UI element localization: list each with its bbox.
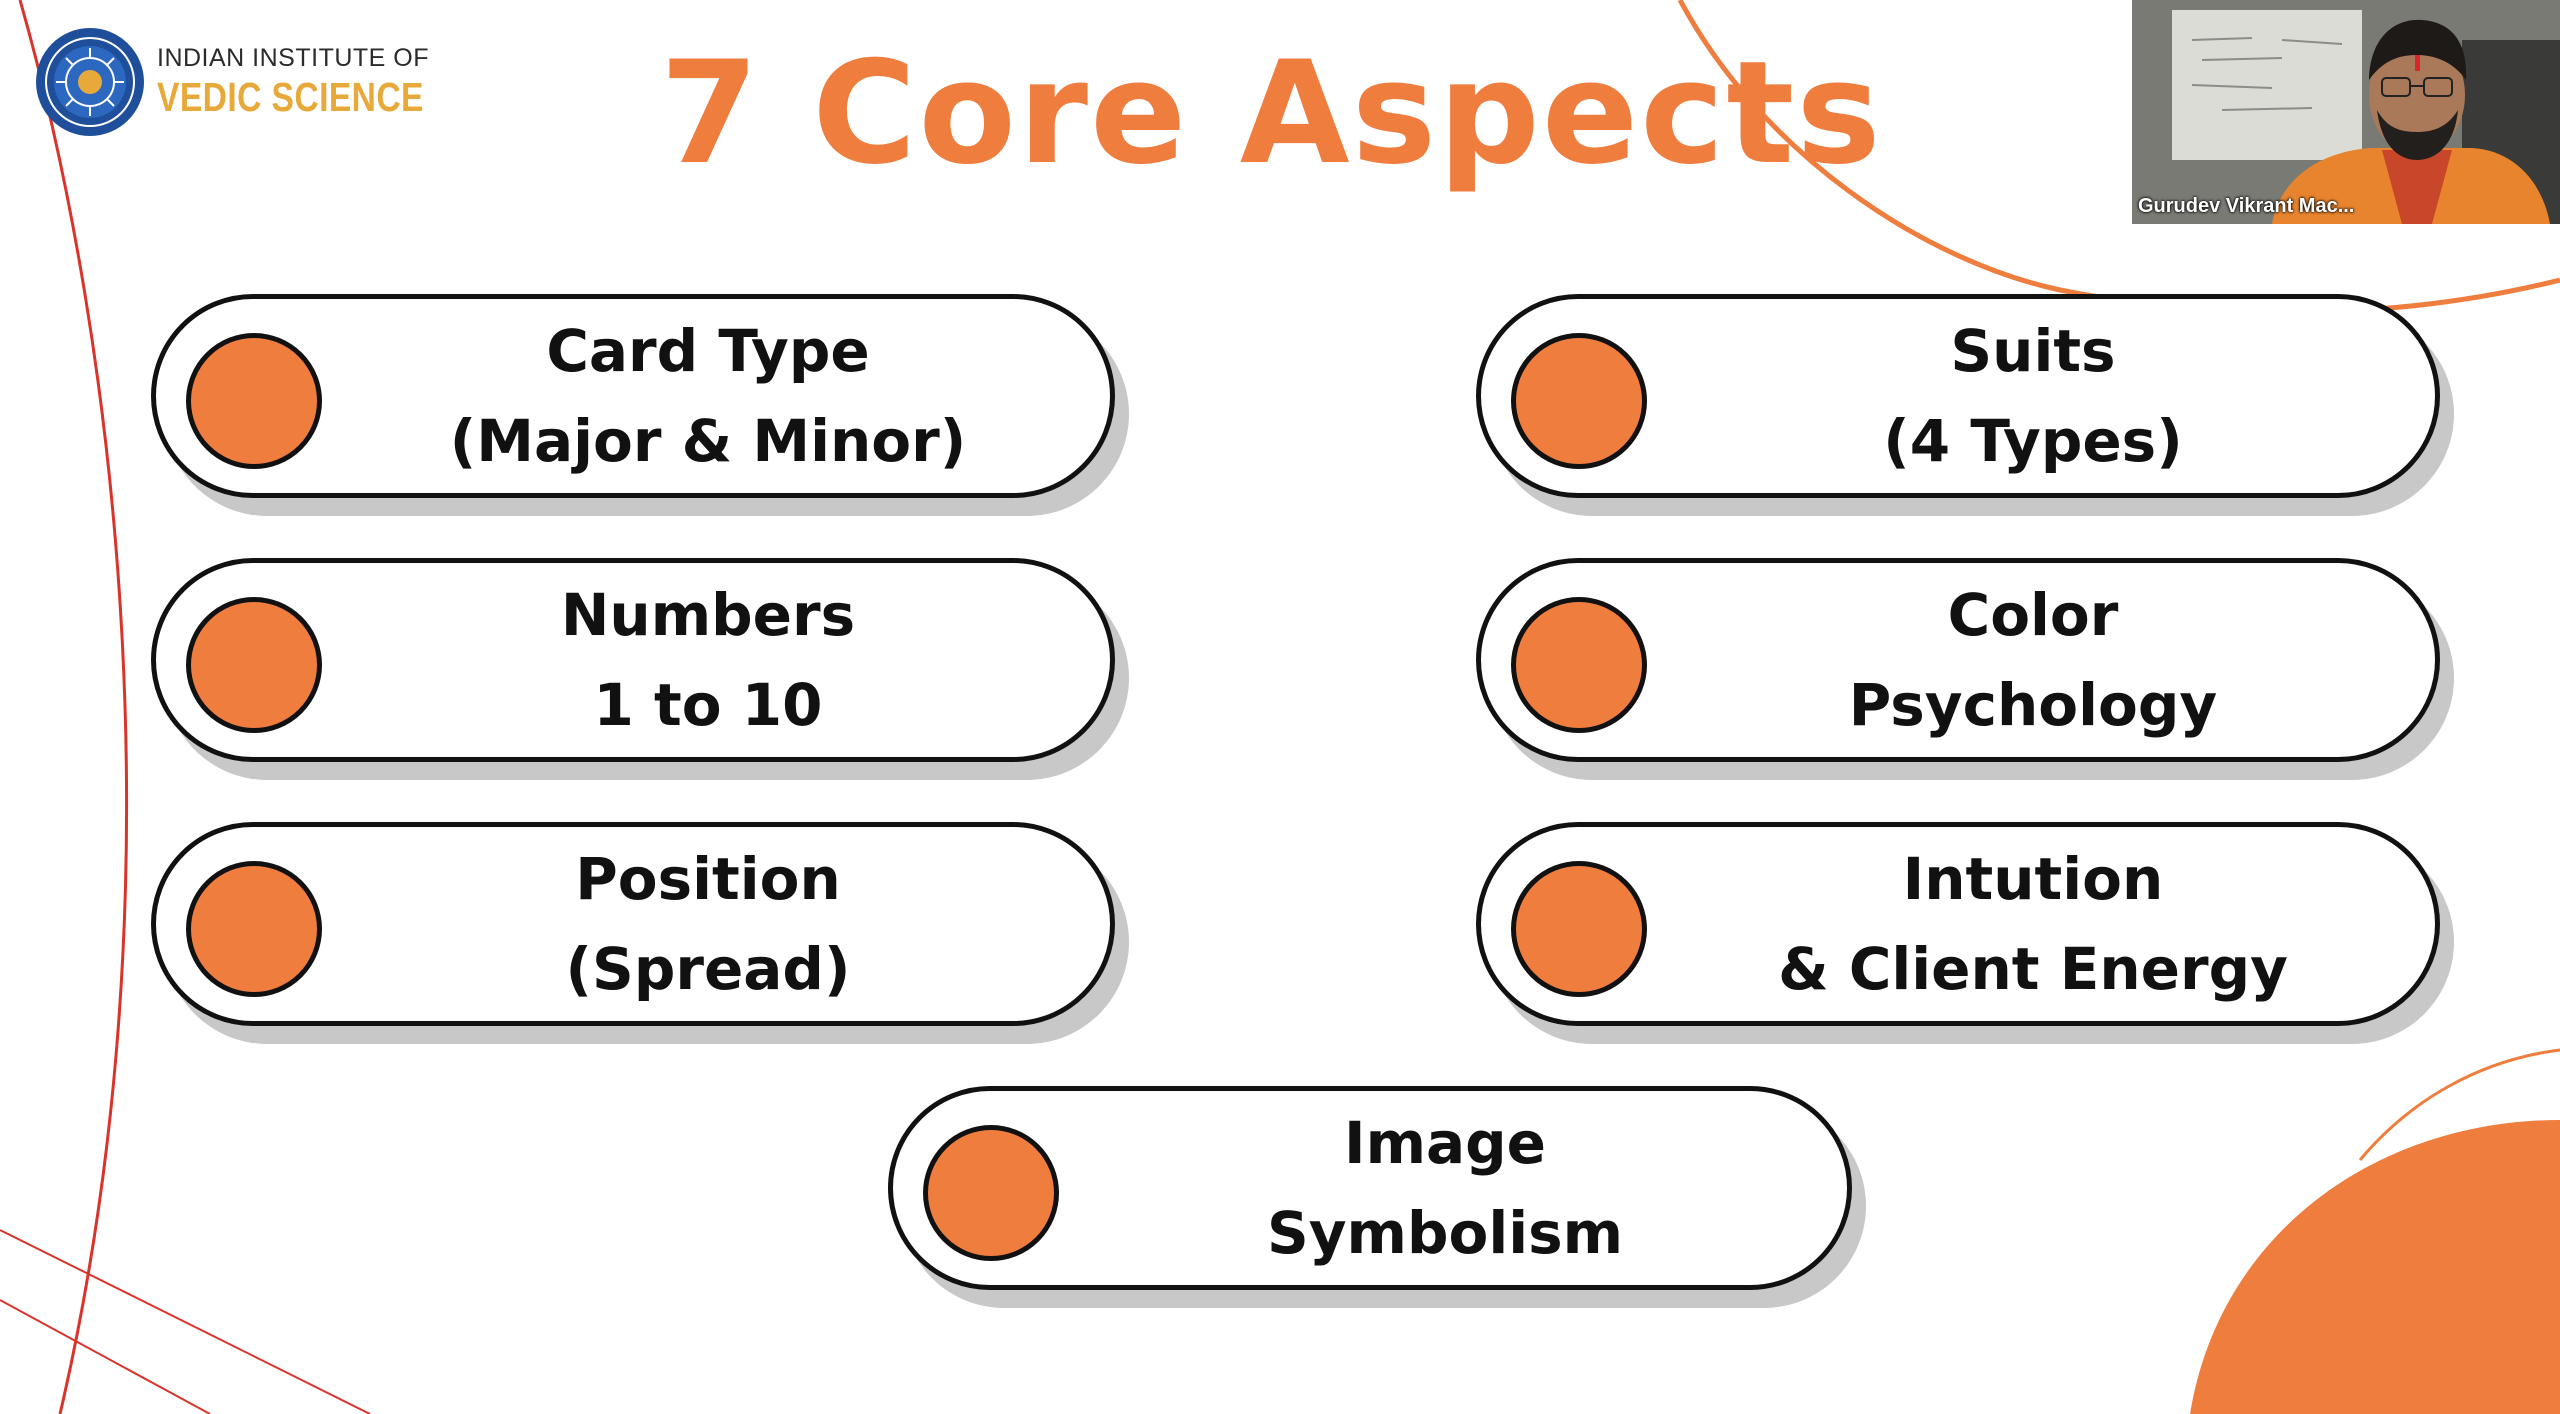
aspect-subtitle: (Spread) xyxy=(565,935,851,1003)
aspect-title: Numbers xyxy=(560,581,856,649)
aspect-title: Suits xyxy=(1950,317,2116,385)
orange-bullet-icon xyxy=(186,861,322,997)
orange-bullet-icon xyxy=(923,1125,1059,1261)
aspect-title: Position xyxy=(575,845,841,913)
bottom-left-red-line-1 xyxy=(0,1229,371,1414)
aspect-subtitle: 1 to 10 xyxy=(593,671,823,739)
participant-video-tile[interactable]: Gurudev Vikrant Mac... xyxy=(2132,0,2560,224)
aspect-title: Image xyxy=(1343,1109,1546,1177)
orange-bullet-icon xyxy=(186,333,322,469)
aspect-title: Color xyxy=(1947,581,2119,649)
bottom-left-red-line-2 xyxy=(0,1299,211,1414)
bottom-right-orange-shape xyxy=(2190,1120,2560,1414)
aspect-title: Intution xyxy=(1902,845,2164,913)
logo-line-1: INDIAN INSTITUTE OF xyxy=(157,44,429,72)
logo-line-2: VEDIC SCIENCE xyxy=(157,74,424,120)
aspect-subtitle: & Client Energy xyxy=(1778,935,2288,1003)
orange-bullet-icon xyxy=(186,597,322,733)
bottom-right-orange-arc xyxy=(2358,1048,2560,1161)
aspect-position[interactable]: Position (Spread) xyxy=(151,822,1115,1026)
aspect-suits[interactable]: Suits (4 Types) xyxy=(1476,294,2440,498)
aspect-image-symbolism[interactable]: Image Symbolism xyxy=(888,1086,1852,1290)
participant-video-feed xyxy=(2132,0,2560,224)
aspect-title: Card Type xyxy=(546,317,870,385)
institute-seal-icon xyxy=(36,28,144,136)
aspect-subtitle: Psychology xyxy=(1848,671,2218,739)
top-orange-arc xyxy=(1677,0,2560,315)
orange-bullet-icon xyxy=(1511,861,1647,997)
aspect-subtitle: Symbolism xyxy=(1266,1199,1624,1267)
aspect-subtitle: (Major & Minor) xyxy=(449,407,967,475)
aspect-intuition[interactable]: Intution & Client Energy xyxy=(1476,822,2440,1026)
aspect-numbers[interactable]: Numbers 1 to 10 xyxy=(151,558,1115,762)
aspect-color-psychology[interactable]: Color Psychology xyxy=(1476,558,2440,762)
left-red-curve xyxy=(18,0,129,1414)
aspect-card-type[interactable]: Card Type (Major & Minor) xyxy=(151,294,1115,498)
institute-logo: INDIAN INSTITUTE OF VEDIC SCIENCE xyxy=(34,26,434,138)
orange-bullet-icon xyxy=(1511,333,1647,469)
slide-title: 7 Core Aspects xyxy=(660,31,1883,196)
participant-name-label: Gurudev Vikrant Mac... xyxy=(2138,195,2355,217)
aspect-subtitle: (4 Types) xyxy=(1883,407,2183,475)
orange-bullet-icon xyxy=(1511,597,1647,733)
